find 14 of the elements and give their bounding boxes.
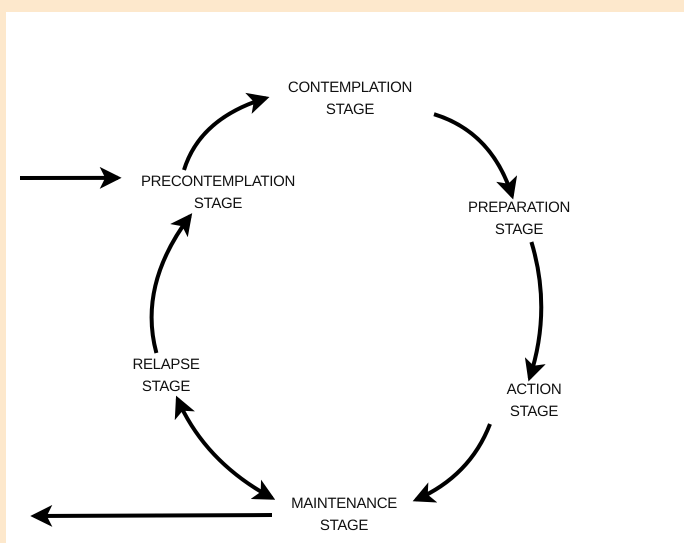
stage-label: PRECONTEMPLATION STAGE — [140, 172, 296, 214]
arrow — [30, 504, 272, 527]
arrow — [524, 241, 546, 382]
arrow — [20, 166, 122, 189]
stage-label: ACTION STAGE — [506, 380, 562, 422]
stage-label: PREPARATION STAGE — [467, 198, 571, 240]
stage-label: RELAPSE STAGE — [131, 355, 201, 397]
stage-label: MAINTENANCE STAGE — [290, 494, 398, 536]
arrow — [433, 112, 516, 200]
arrow — [412, 423, 492, 502]
arrow — [175, 396, 276, 500]
arrow — [150, 213, 192, 354]
arrow — [182, 93, 270, 171]
stage-label: CONTEMPLATION STAGE — [286, 78, 414, 120]
